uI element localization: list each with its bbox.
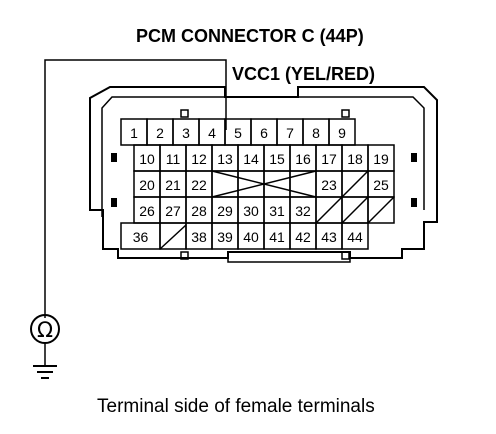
terminal-32-label: 32: [295, 203, 311, 219]
blank-cavity-marks: [159, 170, 395, 250]
terminal-38-label: 38: [191, 229, 207, 245]
terminal-21-label: 21: [165, 177, 181, 193]
terminal-9-label: 9: [338, 125, 346, 141]
ohmmeter-icon: Ω: [30, 314, 60, 366]
ground-icon: [33, 365, 57, 379]
side-lock-left-top: [111, 153, 117, 162]
terminal-18-label: 18: [347, 151, 363, 167]
ohm-symbol: Ω: [37, 318, 53, 342]
terminal-41-label: 41: [269, 229, 285, 245]
connector-title: PCM CONNECTOR C (44P): [136, 26, 364, 46]
latch-tab-bottom-left: [180, 251, 189, 260]
terminal-25-label: 25: [373, 177, 389, 193]
terminal-7-label: 7: [286, 125, 294, 141]
terminal-15-label: 15: [269, 151, 285, 167]
side-lock-left-bottom: [111, 198, 117, 207]
side-lock-right-top: [411, 153, 417, 162]
latch-tab-bottom-right: [341, 251, 350, 260]
terminal-43-label: 43: [321, 229, 337, 245]
terminal-20-label: 20: [139, 177, 155, 193]
terminal-13-label: 13: [217, 151, 233, 167]
terminal-39-label: 39: [217, 229, 233, 245]
terminal-10-label: 10: [139, 151, 155, 167]
terminal-8-label: 8: [312, 125, 320, 141]
terminal-40-label: 40: [243, 229, 259, 245]
terminal-17-label: 17: [321, 151, 337, 167]
terminal-4-label: 4: [208, 125, 216, 141]
terminal-11-label: 11: [166, 151, 181, 167]
terminal-6-label: 6: [260, 125, 268, 141]
terminal-28-label: 28: [191, 203, 207, 219]
caption: Terminal side of female terminals: [97, 396, 375, 417]
connector-housing: [89, 86, 438, 263]
probe-wire: [44, 59, 227, 318]
terminal-cell: [341, 222, 369, 250]
terminal-16-label: 16: [295, 151, 311, 167]
terminal-30-label: 30: [243, 203, 259, 219]
terminal-31-label: 31: [269, 203, 285, 219]
terminal-2-label: 2: [156, 125, 164, 141]
latch-tab-top-left: [180, 109, 189, 118]
terminal-26-label: 26: [139, 203, 155, 219]
terminal-19-label: 19: [373, 151, 389, 167]
terminal-23-label: 23: [321, 177, 337, 193]
terminal-29-label: 29: [217, 203, 233, 219]
terminal-14-label: 14: [243, 151, 259, 167]
terminal-cell: [237, 170, 265, 198]
wire-label: VCC1 (YEL/RED): [232, 64, 375, 84]
terminal-1-label: 1: [130, 125, 138, 141]
terminal-22-label: 22: [191, 177, 207, 193]
terminal-44-label: 44: [347, 229, 363, 245]
terminal-3-label: 3: [182, 125, 190, 141]
latch-tab-top-right: [341, 109, 350, 118]
terminal-cell: [367, 196, 395, 224]
terminal-12-label: 12: [191, 151, 207, 167]
terminal-cell: [263, 170, 291, 198]
terminal-27-label: 27: [165, 203, 181, 219]
side-lock-right-bottom: [411, 198, 417, 207]
terminal-36-label: 36: [133, 229, 149, 245]
terminal-5-label: 5: [234, 125, 242, 141]
terminal-42-label: 42: [295, 229, 311, 245]
